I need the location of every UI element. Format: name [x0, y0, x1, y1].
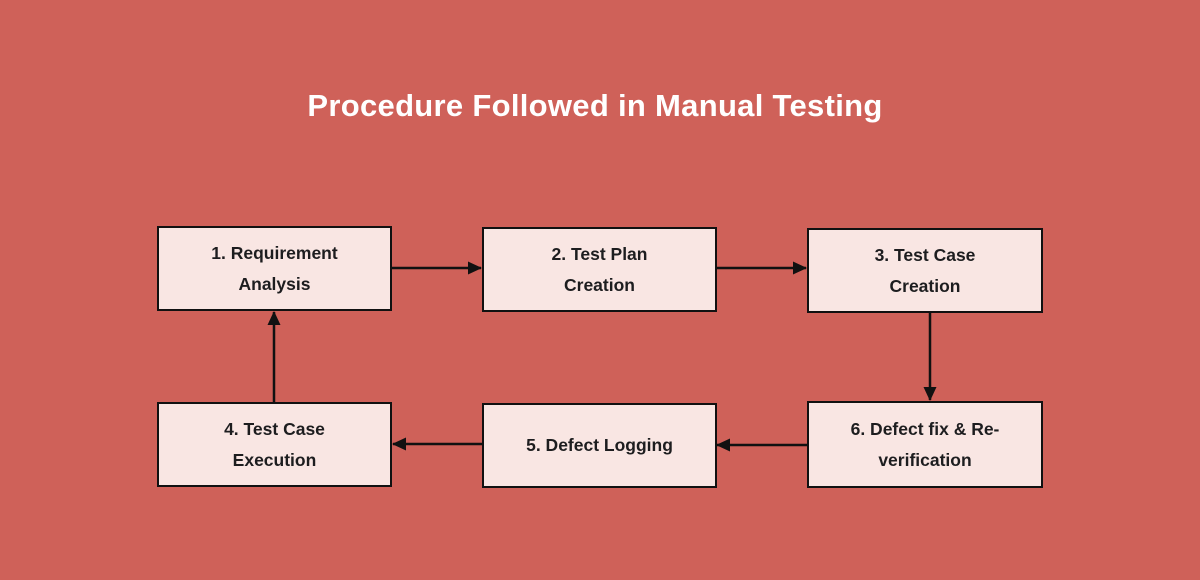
diagram-title: Procedure Followed in Manual Testing — [307, 88, 883, 123]
node-label-line: Analysis — [238, 273, 311, 294]
node-test-plan-creation: 2. Test Plan Creation — [482, 227, 717, 312]
node-test-case-execution: 4. Test Case Execution — [157, 402, 392, 487]
node-label-line: Creation — [889, 275, 961, 296]
node-label-line: Creation — [564, 274, 635, 295]
node-label-line: Execution — [232, 449, 317, 470]
node-requirement-analysis: 1. Requirement Analysis — [157, 226, 392, 311]
node-label-line: 3. Test Case — [874, 244, 976, 265]
node-label-line: 1. Requirement — [211, 242, 338, 263]
node-label-line: 2. Test Plan — [551, 243, 648, 264]
node-test-case-creation: 3. Test Case Creation — [807, 228, 1043, 313]
node-label-line: 6. Defect fix & Re- — [850, 418, 1000, 439]
node-label-line: verification — [878, 449, 972, 470]
node-defect-logging: 5. Defect Logging — [482, 403, 717, 488]
node-label-line: 4. Test Case — [224, 418, 325, 439]
node-defect-fix-reverification: 6. Defect fix & Re- verification — [807, 401, 1043, 488]
node-label-line: 5. Defect Logging — [526, 435, 673, 455]
